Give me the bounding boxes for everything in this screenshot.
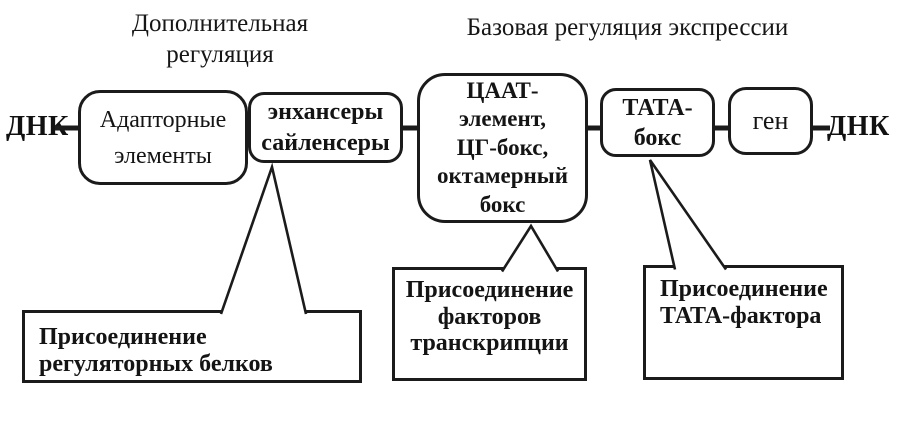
dna-label-left: ДНК [6,111,69,142]
callout-regulatory-proteins: Присоединение регуляторных белков [22,310,362,383]
dna-label-right: ДНК [827,111,890,142]
callout-tata-factor: Присоединение ТАТА-фактора [643,265,844,380]
callout-pointer-tata [648,159,728,271]
box-gene-label: ген [752,106,789,135]
box-tata-box: ТАТА- бокс [600,88,715,157]
callout-transcription-factors: Присоединение факторов транскрипции [392,267,587,381]
box-tata-box-label: ТАТА- бокс [622,94,693,151]
callout-pointer-regulatory [219,162,308,315]
box-enhancers-silencers-label: энхансеры сайленсеры [261,98,390,156]
callout-pointer-factors [500,223,560,273]
box-adapter-elements-label: Адапторные элементы [99,106,227,169]
box-gene: ген [728,87,813,155]
box-caat-element: ЦААТ- элемент, ЦГ-бокс, октамерный бокс [417,73,588,223]
title-additional-regulation: Дополнительная регуляция [131,10,309,68]
box-enhancers-silencers: энхансеры сайленсеры [248,92,403,163]
box-caat-element-label: ЦААТ- элемент, ЦГ-бокс, октамерный бокс [437,77,568,217]
title-basic-regulation: Базовая регуляция экспрессии [466,14,789,41]
box-adapter-elements: Адапторные элементы [78,90,248,185]
